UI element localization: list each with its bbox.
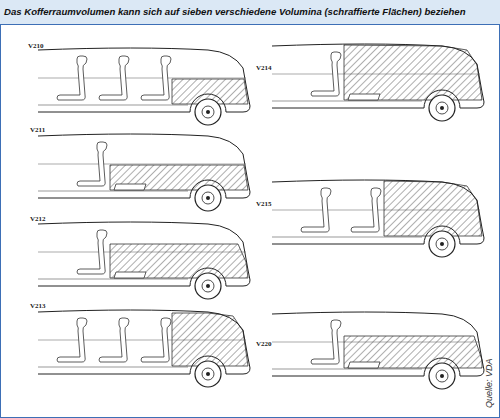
hub-center bbox=[206, 372, 210, 376]
wheel bbox=[195, 99, 221, 125]
hub bbox=[436, 102, 448, 114]
belt-line bbox=[38, 164, 246, 165]
floor-line bbox=[38, 105, 188, 106]
hatched-volume bbox=[344, 336, 482, 368]
car-body bbox=[38, 310, 250, 374]
hub bbox=[202, 192, 214, 204]
variant-label: V211 bbox=[30, 126, 45, 134]
seat bbox=[141, 318, 171, 362]
seat bbox=[57, 318, 87, 362]
seat bbox=[301, 188, 331, 232]
hatched-volume bbox=[110, 244, 248, 278]
belt-line bbox=[38, 252, 246, 253]
car-body bbox=[272, 180, 484, 244]
variant-label: V214 bbox=[256, 64, 272, 72]
floor-line bbox=[272, 101, 422, 102]
hub-center bbox=[440, 106, 444, 110]
wheel bbox=[429, 363, 455, 389]
wheel bbox=[195, 361, 221, 387]
car-group bbox=[38, 44, 484, 389]
wheel bbox=[195, 273, 221, 299]
seat bbox=[311, 320, 341, 364]
wheel bbox=[195, 185, 221, 211]
car-side-view bbox=[38, 134, 250, 211]
seat bbox=[77, 142, 107, 186]
hub-center bbox=[440, 374, 444, 378]
car-body bbox=[272, 44, 484, 108]
car-body bbox=[272, 312, 484, 376]
seat bbox=[77, 230, 107, 274]
hub-center bbox=[206, 196, 210, 200]
hatched-volume bbox=[384, 181, 482, 236]
floor-line bbox=[38, 191, 188, 192]
car-body bbox=[38, 48, 250, 112]
floor-line bbox=[272, 369, 422, 370]
folded-seat bbox=[348, 94, 380, 100]
seat bbox=[99, 318, 129, 362]
variant-label: V212 bbox=[30, 215, 46, 223]
car-side-view bbox=[272, 312, 484, 389]
hub-center bbox=[440, 242, 444, 246]
folded-seat bbox=[348, 362, 380, 368]
car-side-view bbox=[38, 310, 250, 387]
car-body bbox=[38, 222, 250, 286]
hatched-volume bbox=[110, 165, 248, 190]
variant-label: V215 bbox=[256, 200, 272, 208]
seat bbox=[99, 56, 129, 100]
hub bbox=[436, 238, 448, 250]
folded-seat bbox=[114, 272, 146, 278]
car-side-view bbox=[38, 222, 250, 299]
hatched-volume bbox=[344, 45, 482, 100]
wheel bbox=[429, 231, 455, 257]
source-note: Quelle: VDA bbox=[484, 358, 494, 408]
hub bbox=[202, 106, 214, 118]
title-bar: Das Kofferraumvolumen kann sich auf sieb… bbox=[0, 0, 500, 24]
variant-label: V220 bbox=[256, 340, 272, 348]
folded-seat bbox=[114, 184, 146, 190]
belt-line bbox=[38, 78, 246, 79]
floor-line bbox=[38, 279, 188, 280]
car-body bbox=[38, 134, 250, 198]
hub bbox=[436, 370, 448, 382]
floor-line bbox=[38, 367, 188, 368]
variant-label: V210 bbox=[28, 42, 44, 50]
belt-line bbox=[38, 340, 246, 341]
title-rule bbox=[0, 24, 500, 25]
seat bbox=[141, 56, 171, 100]
car-side-view bbox=[272, 180, 484, 257]
variant-label: V213 bbox=[30, 302, 46, 310]
belt-line bbox=[272, 74, 480, 75]
belt-line bbox=[272, 342, 480, 343]
floor-line bbox=[272, 237, 422, 238]
hub-center bbox=[206, 284, 210, 288]
car-side-view bbox=[38, 48, 250, 125]
seat bbox=[311, 52, 341, 96]
hub bbox=[202, 280, 214, 292]
hub bbox=[202, 368, 214, 380]
hatched-volume bbox=[172, 313, 248, 366]
wheel bbox=[429, 95, 455, 121]
car-side-view bbox=[272, 44, 484, 121]
hub-center bbox=[206, 110, 210, 114]
seat bbox=[57, 56, 87, 100]
seat bbox=[351, 188, 381, 232]
